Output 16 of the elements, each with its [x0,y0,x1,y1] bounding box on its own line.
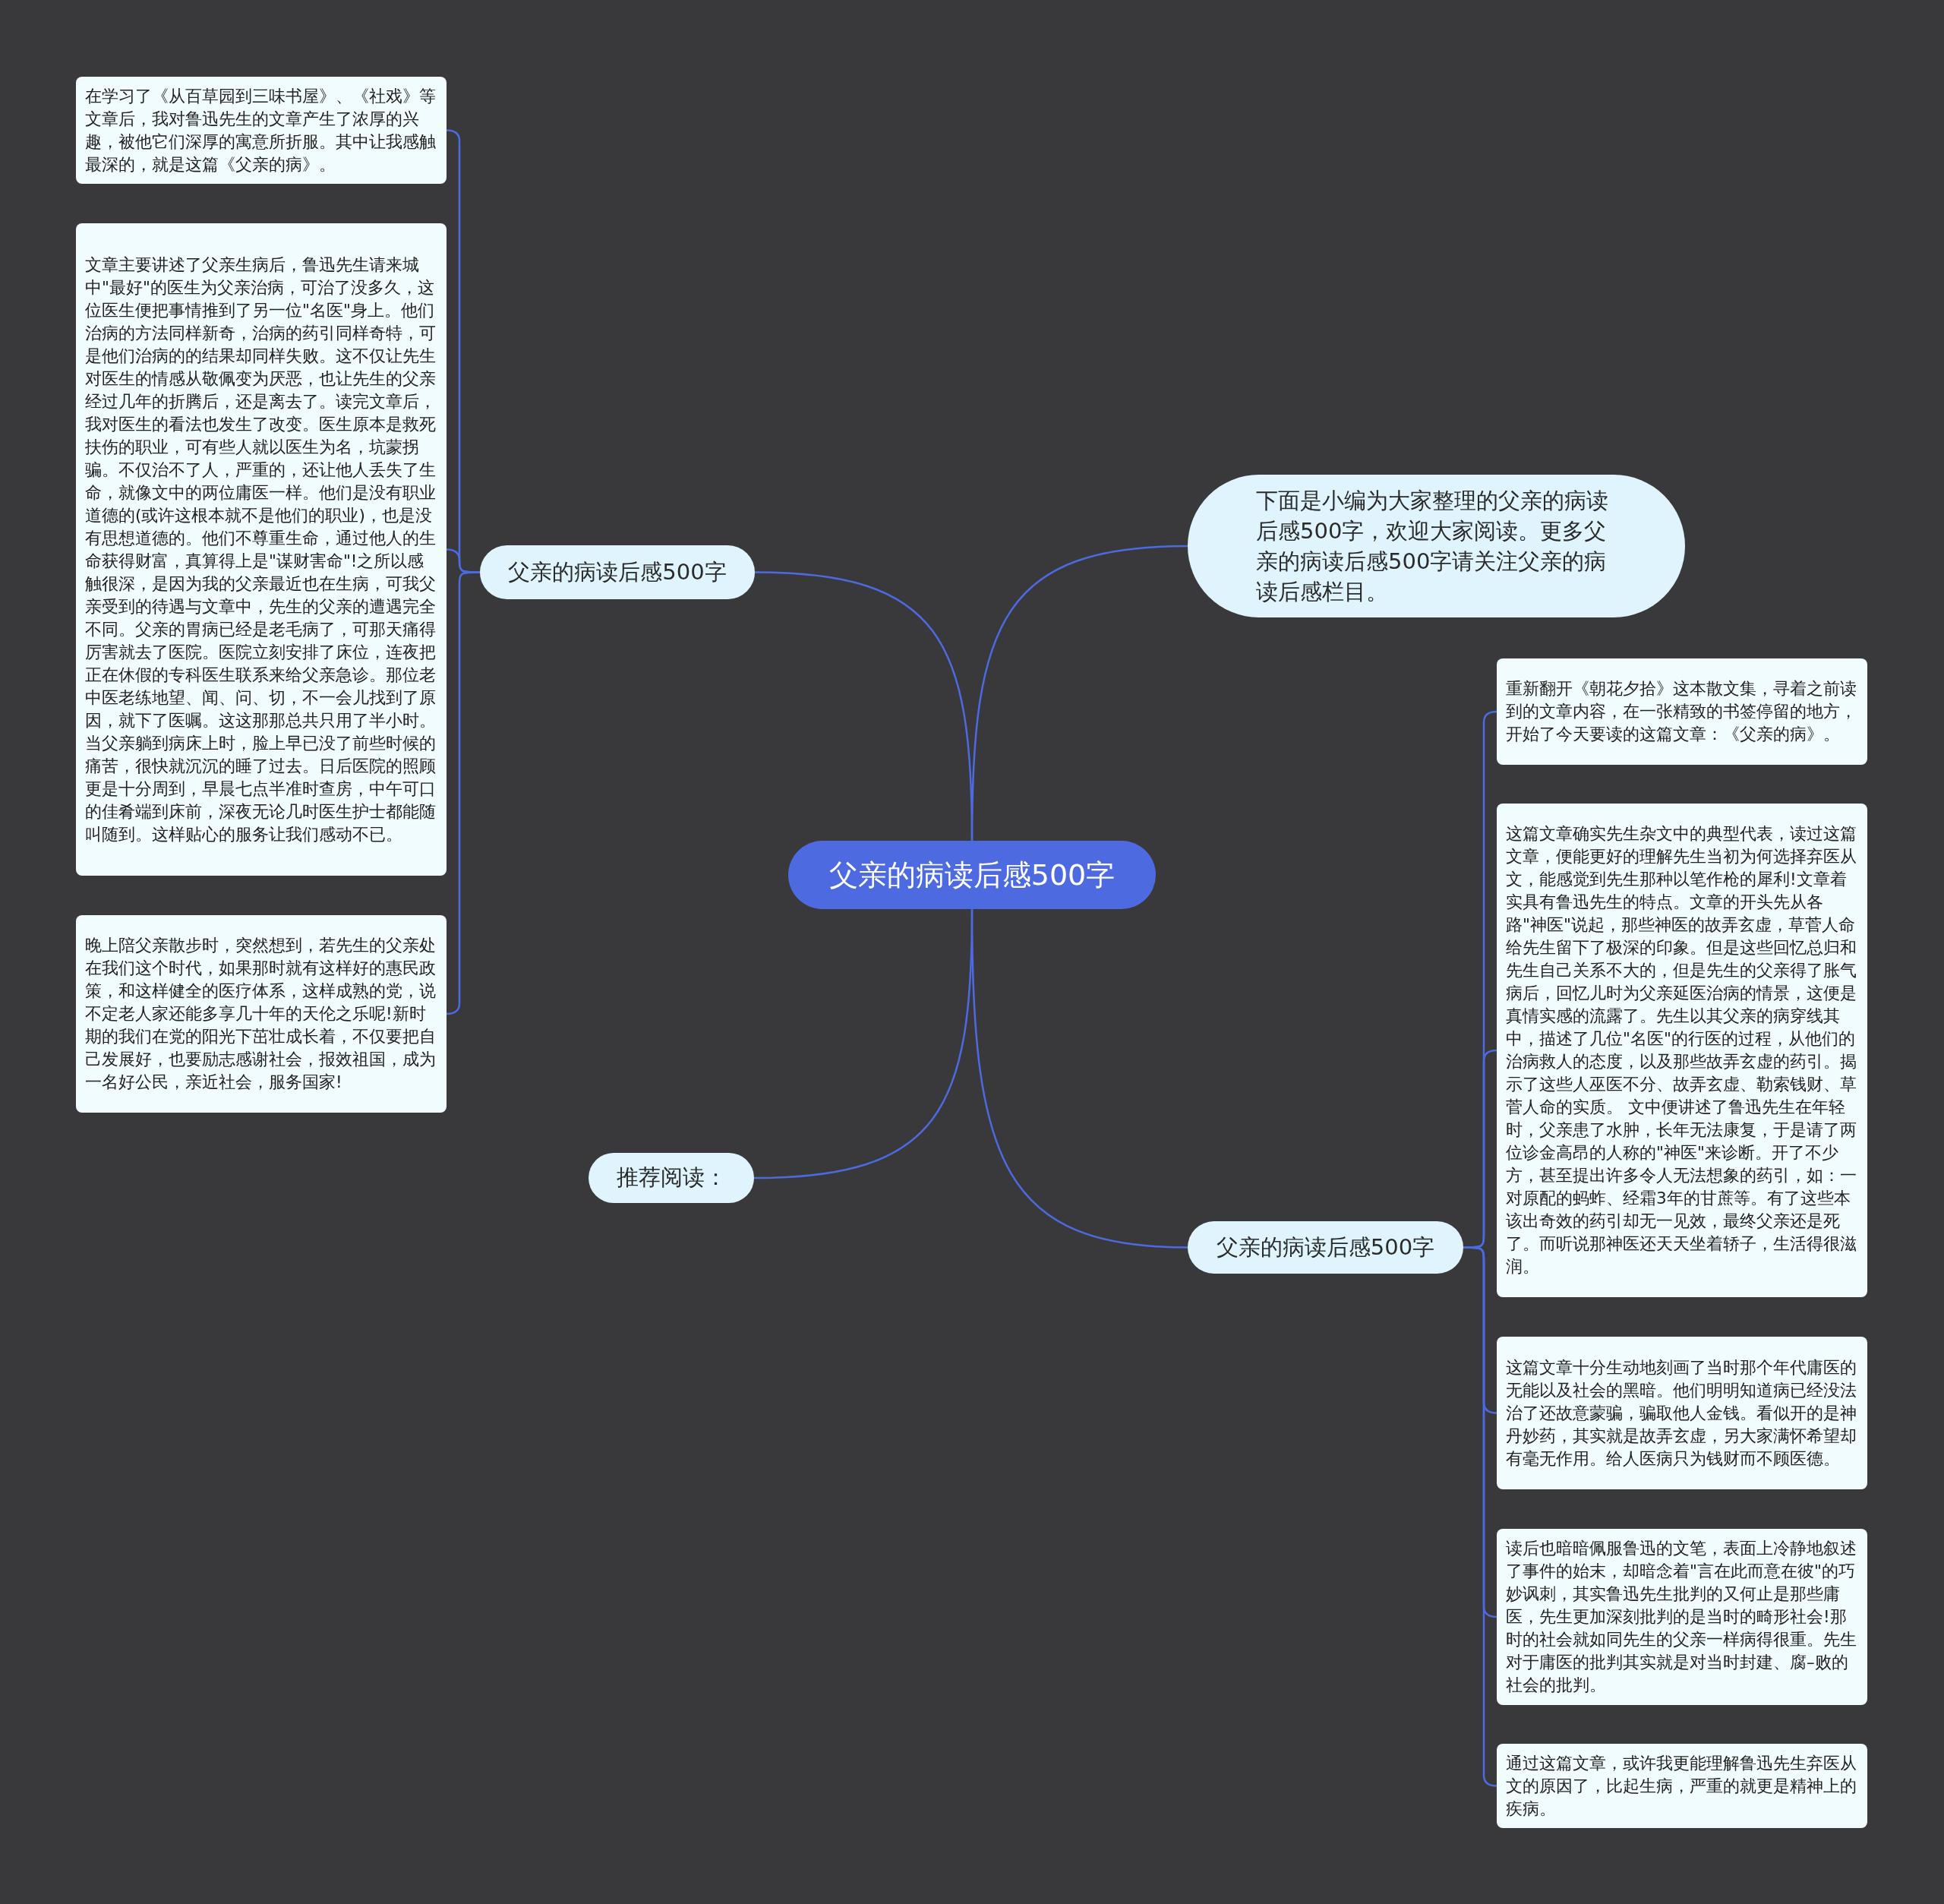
text-card: 重新翻开《朝花夕拾》这本散文集，寻着之前读到的文章内容，在一张精致的书签停留的地方，开始了今天要读的这篇文章：《父亲的病》。 [1497,658,1867,765]
topic-pill: 父亲的病读后感500字 [788,841,1156,909]
text-card: 文章主要讲述了父亲生病后，鲁迅先生请来城中"最好"的医生为父亲治病，可治了没多久，这位医生便把事情推到了另一位"名医"身上。他们治病的方法同样新奇，治病的药引同样奇特，可是他们治病的的结果却同样失败。这不仅让先生对医生的情感从敬佩变为厌恶，也让先生的父亲经过几年的折腾后，还是离去了。读完文章后，我对医生的看法也发生了改变。医生原本是救死扶伤的职业，可有些人就以医生为名，坑蒙拐骗。不仅治不了人，严重的，还让他人丢失了生命，就像文中的两位庸医一样。他们是没有职业道德的(或许这根本就不是他们的职业)，也是没有思想道德的。他们不尊重生命，通过他人的生命获得财富，真算得上是"谋财害命"!之所以感触很深，是因为我的父亲最近也在生病，可我父亲受到的待遇与文章中，先生的父亲的遭遇完全不同。父亲的胃病已经是老毛病了，可那天痛得厉害就去了医院。医院立刻安排了床位，连夜把正在休假的专科医生联系来给父亲急诊。那位老中医老练地望、闻、问、切，不一会儿找到了原因，就下了医嘱。这这那那总共只用了半小时。当父亲躺到病床上时，脸上早已没了前些时候的痛苦，很快就沉沉的睡了过去。日后医院的照顾更是十分周到，早晨七点半准时查房，中午可口的佳肴端到床前，深夜无论几时医生护士都能随叫随到。这样贴心的服务让我们感动不已。 [76,223,447,876]
text-card: 这篇文章十分生动地刻画了当时那个年代庸医的无能以及社会的黑暗。他们明明知道病已经没法治了还故意蒙骗，骗取他人金钱。看似开的是神丹妙药，其实就是故弄玄虚，另大家满怀希望却有毫无作用。给人医病只为钱财而不顾医德。 [1497,1337,1867,1489]
branch-pill: 父亲的病读后感500字 [480,545,755,599]
connector-line [446,571,480,1015]
text-card: 晚上陪父亲散步时，突然想到，若先生的父亲处在我们这个时代，如果那时就有这样好的惠民政策，和这样健全的医疗体系，这样成熟的党，说不定老人家还能多享几十年的天伦之乐呢!新时期的我们在党的阳光下茁壮成长着，不仅要把自己发展好，也要励志感谢社会，报效祖国，成为一名好公民，亲近社会，服务国家! [76,915,447,1113]
text-card: 通过这篇文章，或许我更能理解鲁迅先生弃医从文的原因了，比起生病，严重的就更是精神上的疾病。 [1497,1744,1867,1828]
connector-line [970,909,1188,1249]
connector-line [970,545,1188,841]
text-card: 在学习了《从百草园到三味书屋》、《社戏》等文章后，我对鲁迅先生的文章产生了浓厚的兴趣，被他它们深厚的寓意所折服。其中让我感触最深的，就是这篇《父亲的病》。 [76,77,447,184]
branch-pill: 父亲的病读后感500字 [1188,1221,1463,1274]
branch-pill: 推荐阅读： [589,1153,754,1203]
intro-pill: 下面是小编为大家整理的父亲的病读后感500字，欢迎大家阅读。更多父亲的病读后感500字请关注父亲的病读后感栏目。 [1188,475,1685,617]
text-card: 这篇文章确实先生杂文中的典型代表，读过这篇文章，便能更好的理解先生当初为何选择弃医从文，能感觉到先生那种以笔作枪的犀利!文章着实具有鲁迅先生的特点。文章的开头先从各路"神医"说起，那些神医的故弄玄虚，草菅人命给先生留下了极深的印象。但是这些回忆总归和先生自己关系不大的，但是先生的父亲得了胀气病后，回忆儿时为父亲延医治病的情景，这便是真情实感的流露了。先生以其父亲的病穿线其中，描述了几位"名医"的行医的过程，从他们的治病救人的态度，以及那些故弄玄虚的药引。揭示了这些人巫医不分、故弄玄虚、勒索钱财、草菅人命的实质。 文中便讲述了鲁迅先生在年轻时，父亲患了水肿，长年无法康复，于是请了两位诊金高昂的人称的"神医"来诊断。开了不少方，甚至提出许多令人无法想象的药引，如：一对原配的蚂蚱、经霜3年的甘蔗等。有了这些本该出奇效的药引却无一见效，最终父亲还是死了。而听说那神医还天天坐着轿子，生活得很滋润。 [1497,804,1867,1297]
text-card: 读后也暗暗佩服鲁迅的文笔，表面上冷静地叙述了事件的始末，却暗念着"言在此而意在彼"的巧妙讽刺，其实鲁迅先生批判的又何止是那些庸医，先生更加深刻批判的是当时的畸形社会!那时的社会就如同先生的父亲一样病得很重。先生对于庸医的批判其实就是对当时封建、腐–败的社会的批判。 [1497,1529,1867,1705]
